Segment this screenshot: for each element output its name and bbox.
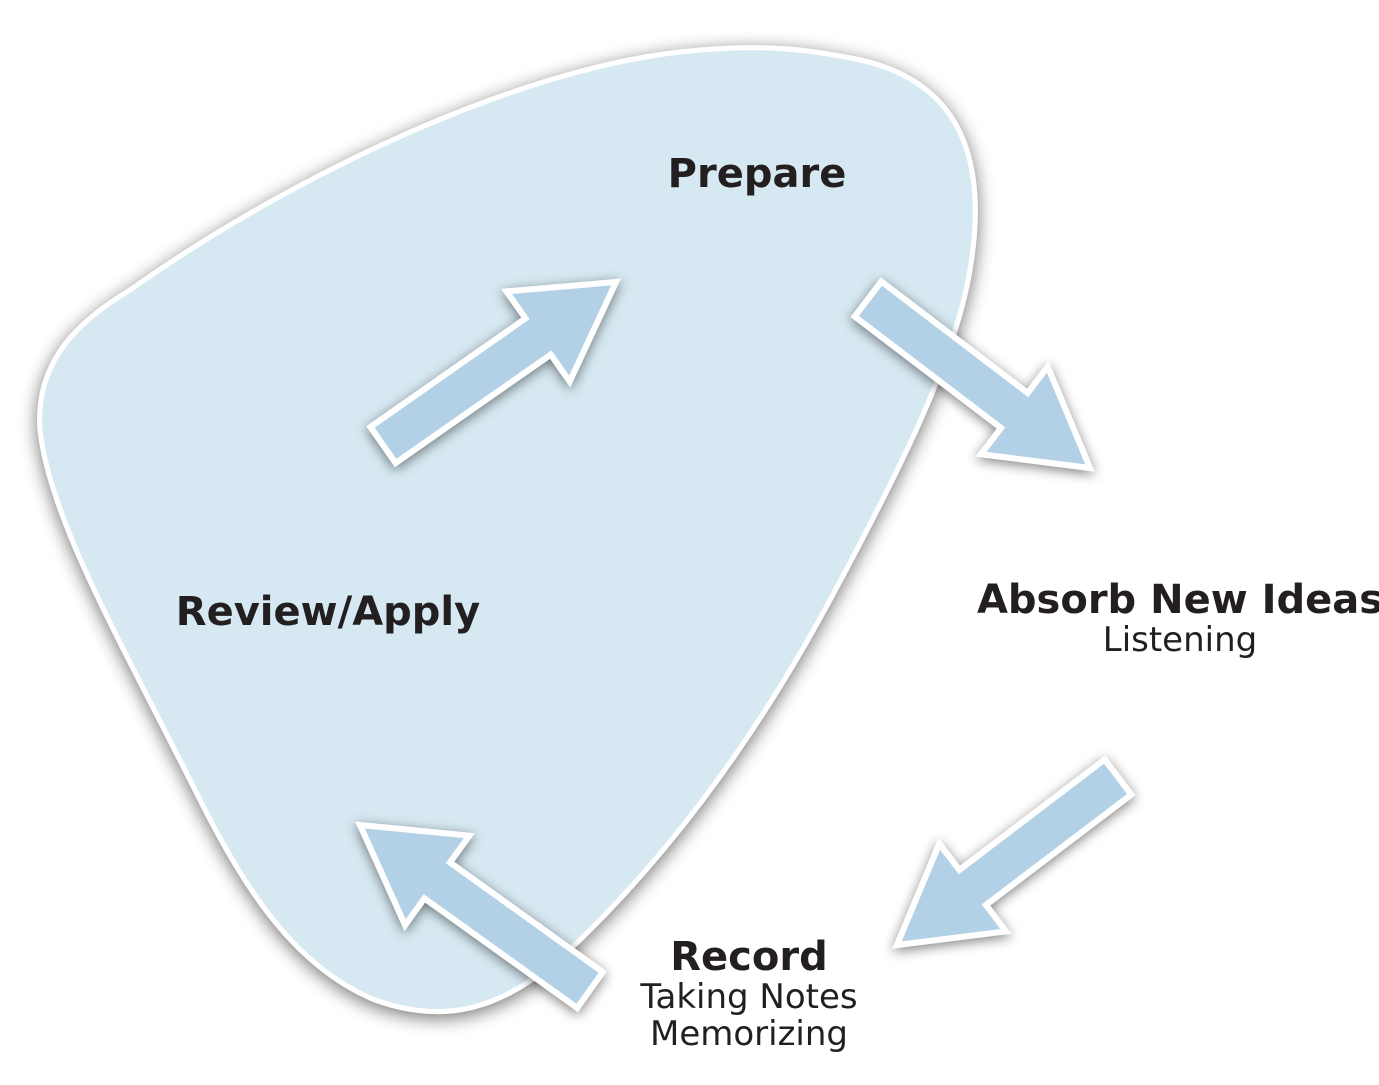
arrow-record-to-review <box>355 821 607 1013</box>
stage-record-sub-1: Taking Notes <box>640 977 858 1017</box>
stage-review: Review/Apply <box>176 590 480 634</box>
stage-record-title: Record <box>670 934 828 980</box>
arrow-review-to-prepare <box>366 278 621 468</box>
arrow-prepare-to-absorb <box>850 277 1095 472</box>
review-zone-blob <box>37 45 978 1014</box>
stage-prepare: Prepare <box>668 152 847 196</box>
stage-review-title: Review/Apply <box>175 589 481 635</box>
stage-prepare-title: Prepare <box>667 151 847 197</box>
arrow-absorb-to-record <box>892 755 1136 949</box>
stage-absorb: Absorb New Ideas Listening <box>977 578 1379 659</box>
stage-record: Record Taking Notes Memorizing <box>640 935 857 1054</box>
stage-absorb-title: Absorb New Ideas <box>976 577 1379 623</box>
stage-absorb-sub-1: Listening <box>1102 620 1258 660</box>
stage-record-sub-2: Memorizing <box>649 1014 849 1055</box>
